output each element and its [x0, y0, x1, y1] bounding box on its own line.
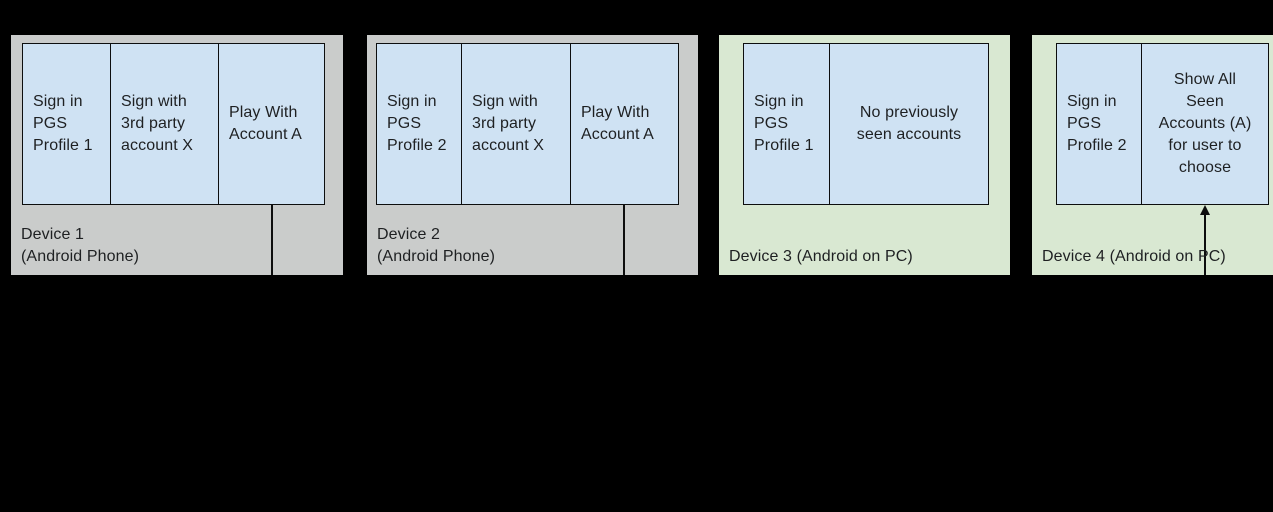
device-4-flow-steps: Sign in PGS Profile 2 Show All Seen Acco…	[1056, 43, 1269, 205]
device-2-label: Device 2 (Android Phone)	[377, 226, 496, 265]
step-text: Sign in PGS Profile 2	[1067, 93, 1127, 154]
device-4-label: Device 4 (Android on PC)	[1042, 248, 1226, 265]
device-2-step-sign-3rd-party: Sign with 3rd party account X	[461, 44, 570, 204]
device-3-label: Device 3 (Android on PC)	[729, 248, 913, 265]
step-text: Play With Account A	[229, 104, 302, 143]
device-1-connector-line	[271, 205, 273, 275]
step-text: Play With Account A	[581, 104, 654, 143]
device-1-step-sign-in-pgs: Sign in PGS Profile 1	[23, 44, 110, 204]
arrow-up-icon	[1200, 205, 1210, 215]
device-1-step-play-account-a: Play With Account A	[218, 44, 324, 204]
step-text: Sign in PGS Profile 1	[33, 93, 93, 154]
step-text: Sign with 3rd party account X	[472, 93, 545, 154]
device-4-step-show-all-seen-accounts: Show All Seen Accounts (A) for user to c…	[1141, 44, 1268, 204]
device-2-step-sign-in-pgs: Sign in PGS Profile 2	[377, 44, 461, 204]
device-4-box: Sign in PGS Profile 2 Show All Seen Acco…	[1032, 35, 1273, 275]
device-2-flow-steps: Sign in PGS Profile 2 Sign with 3rd part…	[376, 43, 679, 205]
device-4-step-sign-in-pgs: Sign in PGS Profile 2	[1057, 44, 1141, 204]
device-3-step-sign-in-pgs: Sign in PGS Profile 1	[744, 44, 829, 204]
step-text: Sign with 3rd party account X	[121, 93, 194, 154]
device-1-box: Sign in PGS Profile 1 Sign with 3rd part…	[11, 35, 343, 275]
device-2-connector-line	[623, 205, 625, 275]
device-2-box: Sign in PGS Profile 2 Sign with 3rd part…	[367, 35, 698, 275]
step-text: Sign in PGS Profile 1	[754, 93, 814, 154]
device-2-step-play-account-a: Play With Account A	[570, 44, 678, 204]
device-1-flow-steps: Sign in PGS Profile 1 Sign with 3rd part…	[22, 43, 325, 205]
step-text: Show All Seen Accounts (A) for user to c…	[1158, 71, 1252, 176]
device-3-step-no-seen-accounts: No previously seen accounts	[829, 44, 988, 204]
device-1-label: Device 1 (Android Phone)	[21, 226, 140, 265]
device-4-arrow-line	[1204, 213, 1206, 275]
device-3-flow-steps: Sign in PGS Profile 1 No previously seen…	[743, 43, 989, 205]
device-1-step-sign-3rd-party: Sign with 3rd party account X	[110, 44, 218, 204]
step-text: No previously seen accounts	[856, 104, 962, 143]
step-text: Sign in PGS Profile 2	[387, 93, 447, 154]
device-3-box: Sign in PGS Profile 1 No previously seen…	[719, 35, 1010, 275]
